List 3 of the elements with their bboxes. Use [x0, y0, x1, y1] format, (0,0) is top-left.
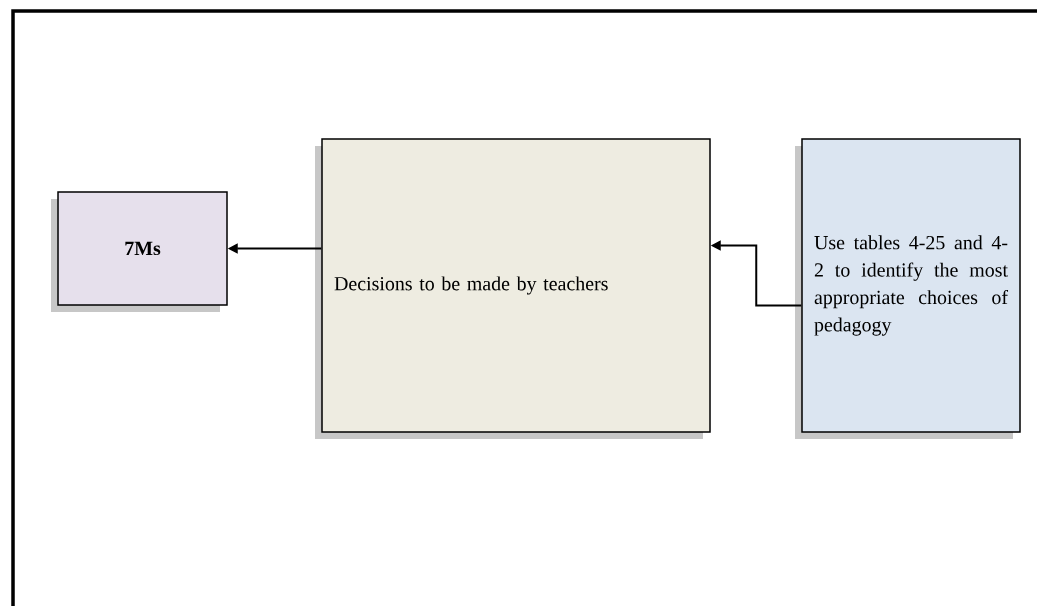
process-box: Use tables 4-25 and 4-2 to identify the most appropriate choices of pedagogy	[795, 138, 1021, 439]
process-box: 7Ms	[51, 191, 228, 312]
process-box: Decisions to be made by teachers	[315, 138, 711, 439]
